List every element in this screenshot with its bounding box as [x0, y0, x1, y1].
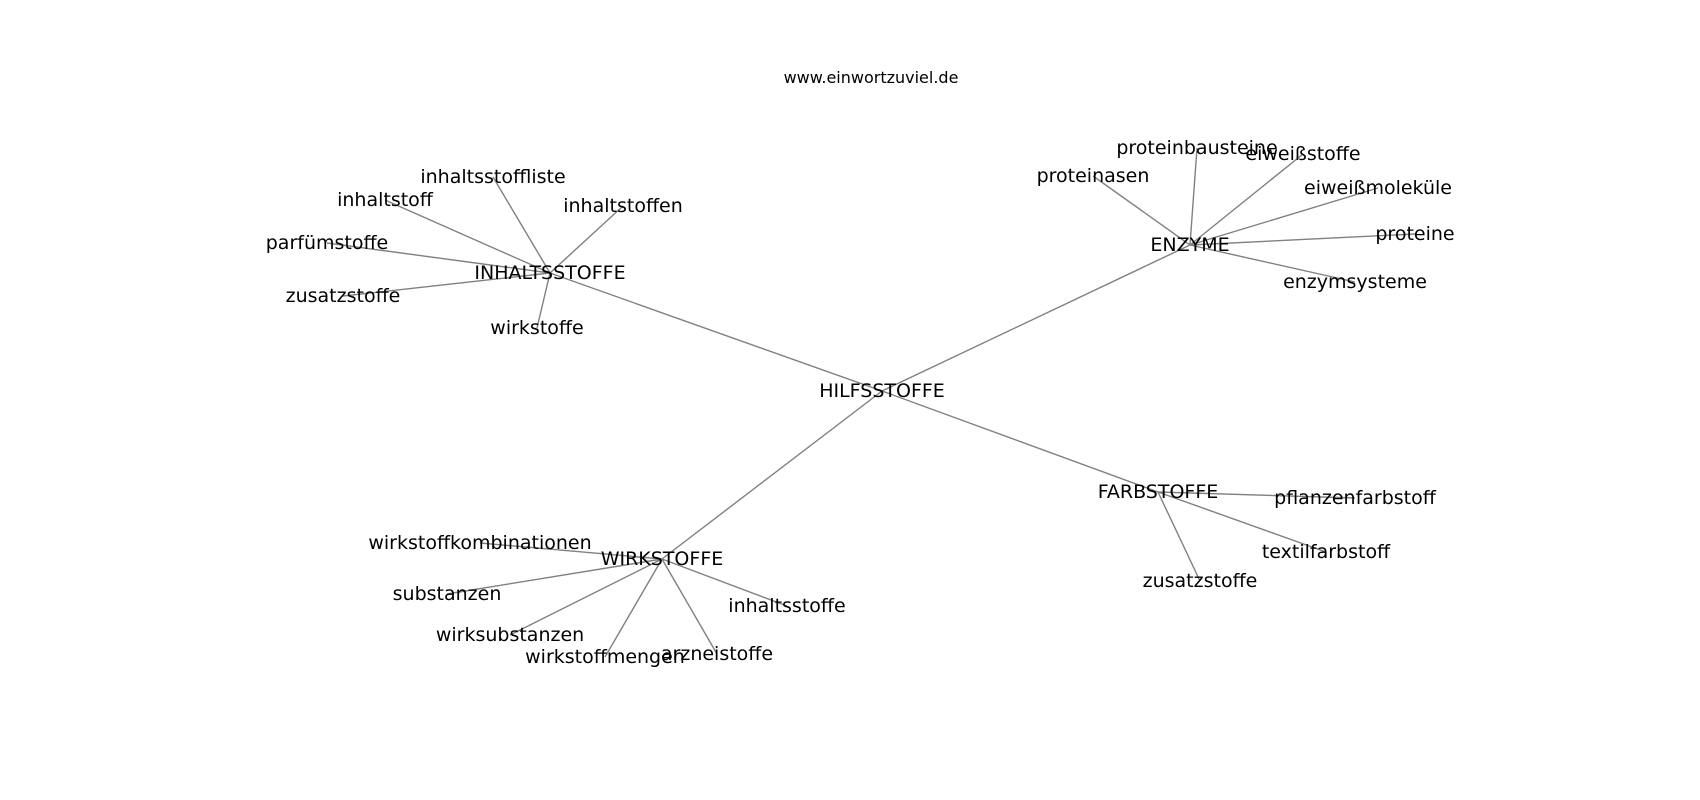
leaf-node-farbstoffe-zusatzstoffe: zusatzstoffe: [1143, 570, 1258, 592]
edge-hilfsstoffe-inhaltsstoffe: [549, 272, 883, 392]
leaf-node-farbstoffe-textilfarbstoff: textilfarbstoff: [1262, 541, 1391, 563]
edge-wirkstoffe-inhaltsstoffe: [661, 558, 788, 607]
edges-layer: [326, 147, 1416, 658]
edge-inhaltsstoffe-inhaltstoffen: [549, 205, 624, 274]
edge-hilfsstoffe-wirkstoffe: [661, 390, 883, 560]
hub-node-enzyme: ENZYME: [1150, 234, 1229, 256]
leaf-node-enzyme-proteine: proteine: [1375, 223, 1454, 245]
edge-inhaltsstoffe-inhaltstoff: [384, 199, 551, 274]
edge-farbstoffe-textilfarbstoff: [1157, 491, 1327, 553]
leaf-node-inhaltsstoffe-inhaltstoffen: inhaltstoffen: [563, 195, 683, 217]
edge-wirkstoffe-wirkstoffmengen: [604, 558, 663, 658]
hub-node-wirkstoffe: WIRKSTOFFE: [601, 548, 724, 570]
hub-node-farbstoffe: FARBSTOFFE: [1098, 481, 1219, 503]
edge-hilfsstoffe-farbstoffe: [881, 390, 1159, 493]
edge-inhaltsstoffe-wirkstoffe: [536, 272, 551, 329]
edge-farbstoffe-pflanzenfarbstoff: [1157, 491, 1356, 499]
edge-farbstoffe-zusatzstoffe: [1157, 491, 1201, 582]
leaf-node-inhaltsstoffe-zusatzstoffe: zusatzstoffe: [286, 285, 401, 307]
edge-enzyme-eiweissstoffe: [1189, 153, 1304, 246]
center-node-hilfsstoffe: HILFSSTOFFE: [819, 380, 945, 402]
leaf-node-enzyme-eiweissstoffe: eiweißstoffe: [1245, 143, 1360, 165]
leaf-node-inhaltsstoffe-inhaltsstoffliste: inhaltsstoffliste: [420, 166, 565, 188]
leaf-node-enzyme-enzymsysteme: enzymsysteme: [1283, 271, 1427, 293]
leaf-node-enzyme-eiweissmolekuele: eiweißmoleküle: [1304, 177, 1452, 199]
edge-enzyme-proteinbausteine: [1189, 147, 1198, 246]
edge-wirkstoffe-substanzen: [446, 558, 663, 595]
edge-hilfsstoffe-enzyme: [881, 244, 1191, 392]
leaf-node-wirkstoffe-wirkstoffmengen: wirkstoffmengen: [525, 646, 685, 668]
edge-wirkstoffe-wirksubstanzen: [509, 558, 663, 636]
edge-inhaltsstoffe-inhaltsstoffliste: [492, 176, 551, 274]
site-title: www.einwortzuviel.de: [784, 68, 959, 87]
leaf-node-inhaltsstoffe-wirkstoffe: wirkstoffe: [490, 317, 583, 339]
leaf-node-farbstoffe-pflanzenfarbstoff: pflanzenfarbstoff: [1274, 487, 1437, 509]
hub-node-inhaltsstoffe: INHALTSSTOFFE: [474, 262, 625, 284]
edge-wirkstoffe-arzneistoffe: [661, 558, 718, 655]
edge-enzyme-proteine: [1189, 233, 1416, 246]
leaf-node-wirkstoffe-substanzen: substanzen: [393, 583, 502, 605]
leaf-node-inhaltsstoffe-parfuemstoffe: parfümstoffe: [266, 232, 389, 254]
edge-wirkstoffe-wirkstoffkombinationen: [479, 542, 663, 560]
leaf-node-wirkstoffe-wirkstoffkombinationen: wirkstoffkombinationen: [368, 532, 591, 554]
leaf-node-enzyme-proteinbausteine: proteinbausteine: [1116, 137, 1277, 159]
edge-enzyme-eiweissmolekuele: [1189, 187, 1379, 246]
leaf-node-wirkstoffe-arzneistoffe: arzneistoffe: [661, 643, 773, 665]
edge-enzyme-proteinasen: [1092, 175, 1191, 246]
leaf-node-inhaltsstoffe-inhaltstoff: inhaltstoff: [337, 189, 434, 211]
edge-inhaltsstoffe-zusatzstoffe: [342, 272, 551, 297]
leaf-node-wirkstoffe-wirksubstanzen: wirksubstanzen: [436, 624, 584, 646]
edge-inhaltsstoffe-parfuemstoffe: [326, 242, 551, 274]
edge-enzyme-enzymsysteme: [1189, 244, 1356, 283]
leaf-node-wirkstoffe-inhaltsstoffe: inhaltsstoffe: [728, 595, 845, 617]
leaf-node-enzyme-proteinasen: proteinasen: [1037, 165, 1150, 187]
